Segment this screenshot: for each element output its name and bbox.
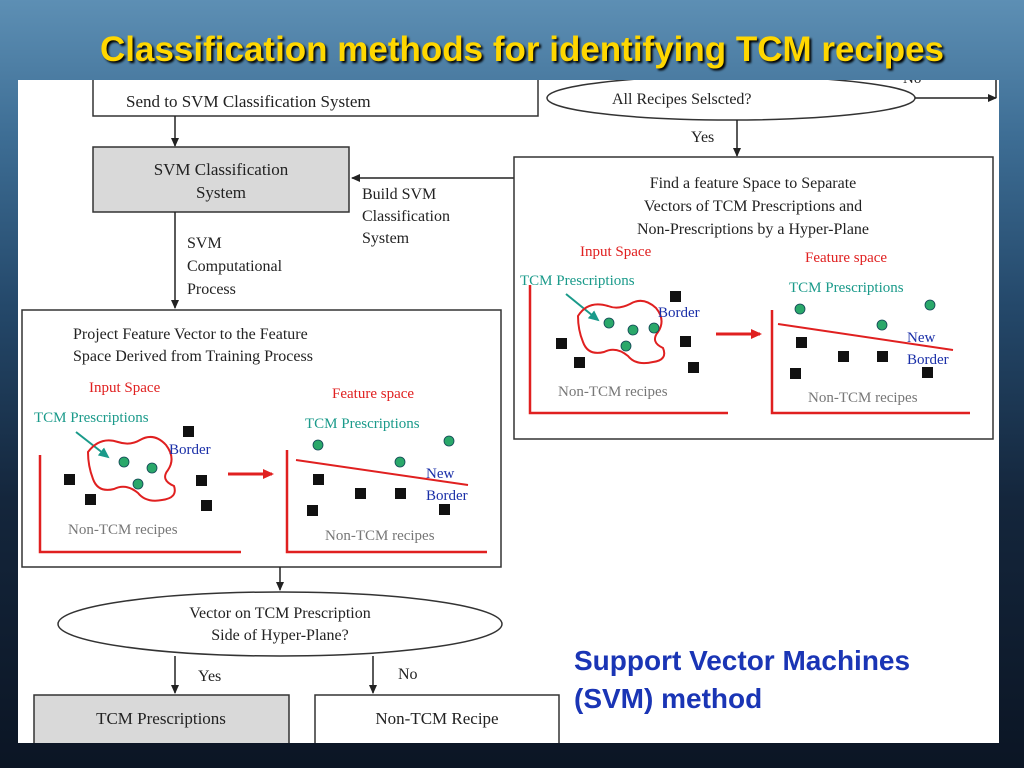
left-feature-dot (394, 456, 406, 468)
left-input-square (64, 474, 75, 485)
left-tcm-label: TCM Prescriptions (34, 410, 149, 426)
right-input-space-label: Input Space (580, 244, 652, 260)
right-feature-non-tcm-label: Non-TCM recipes (808, 390, 918, 406)
left-feature-square (313, 474, 324, 485)
left-feature-dot (312, 439, 324, 451)
svm-classification-box: SVM Classification System (92, 146, 350, 213)
compute-line3: Process (187, 281, 236, 298)
flowchart-figure: Send to SVM Classification System All Re… (18, 80, 999, 743)
left-input-space-label: Input Space (89, 380, 161, 396)
right-input-square (574, 357, 585, 368)
left-title-line2: Space Derived from Training Process (73, 348, 313, 365)
left-title-line1: Project Feature Vector to the Feature (73, 326, 308, 343)
yes-top-label: Yes (691, 129, 714, 146)
compute-line2: Computational (187, 258, 283, 275)
no-bottom-label: No (398, 666, 418, 683)
left-input-square (201, 500, 212, 511)
right-new-label: New (907, 330, 935, 346)
left-input-dot (118, 456, 130, 468)
right-input-region (576, 299, 666, 365)
training-feature-panel: Find a feature Space to Separate Vectors… (513, 156, 994, 440)
non-tcm-recipe-result: Non-TCM Recipe (314, 694, 560, 743)
caption-line1: Support Vector Machines (574, 645, 911, 676)
left-new-border-label: Border (426, 488, 468, 504)
left-input-region (86, 435, 176, 502)
right-input-axes (528, 285, 728, 415)
send-box-label: Send to SVM Classification System (126, 92, 371, 111)
left-input-axes (38, 455, 241, 554)
svm-caption: Support Vector Machines (SVM) method (574, 642, 994, 718)
left-feature-tcm-label: TCM Prescriptions (305, 416, 420, 432)
build-line1: Build SVM (362, 186, 436, 203)
decision-top-label: All Recipes Selscted? (612, 91, 752, 108)
right-non-tcm-label: Non-TCM recipes (558, 384, 668, 400)
flowchart-svg: Send to SVM Classification System All Re… (21, 80, 997, 743)
right-tcm-pointer (565, 293, 600, 322)
right-title-line2: Vectors of TCM Prescriptions and (644, 198, 862, 215)
decision-bottom-line2: Side of Hyper-Plane? (211, 627, 348, 644)
right-feature-space-label: Feature space (805, 250, 887, 266)
right-new-border-label: Border (907, 352, 949, 368)
left-feature-axes (285, 450, 487, 554)
all-recipes-decision: All Recipes Selscted? (546, 80, 916, 121)
right-feature-dot (876, 319, 888, 331)
left-feature-space-label: Feature space (332, 386, 414, 402)
left-hyperplane (295, 459, 469, 486)
right-feature-tcm-label: TCM Prescriptions (789, 280, 904, 296)
right-input-square (556, 338, 567, 349)
right-border-label: Border (658, 305, 700, 321)
left-new-label: New (426, 466, 454, 482)
yes-bottom-label: Yes (198, 668, 221, 685)
right-input-dot (620, 340, 632, 352)
right-title-line3: Non-Prescriptions by a Hyper-Plane (637, 221, 869, 238)
right-feature-square (796, 337, 807, 348)
right-feature-dot (794, 303, 806, 315)
slide-title: Classification methods for identifying T… (99, 30, 945, 69)
right-input-dot (648, 322, 660, 334)
svm-box-line1: SVM Classification (154, 160, 289, 179)
left-input-dot (132, 478, 144, 490)
right-feature-dot (924, 299, 936, 311)
right-title-line1: Find a feature Space to Separate (650, 175, 857, 192)
left-feature-square (307, 505, 318, 516)
right-input-square (680, 336, 691, 347)
left-feature-square (395, 488, 406, 499)
right-input-square (688, 362, 699, 373)
build-line3: System (362, 230, 410, 247)
right-tcm-label: TCM Prescriptions (520, 273, 635, 289)
left-feature-dot (443, 435, 455, 447)
right-input-square (670, 291, 681, 302)
send-to-svm-box: Send to SVM Classification System (92, 80, 539, 117)
no-top-label: No (903, 80, 921, 87)
right-input-dot (627, 324, 639, 336)
right-input-dot (603, 317, 615, 329)
left-feature-non-tcm-label: Non-TCM recipes (325, 528, 435, 544)
tcm-box-label: TCM Prescriptions (96, 709, 226, 728)
left-input-dot (146, 462, 158, 474)
right-feature-axes (770, 310, 970, 415)
left-feature-square (355, 488, 366, 499)
left-feature-square (439, 504, 450, 515)
build-line2: Classification (362, 208, 450, 225)
right-feature-square (922, 367, 933, 378)
right-feature-square (877, 351, 888, 362)
right-hyperplane (777, 323, 954, 351)
decision-bottom-line1: Vector on TCM Prescription (189, 605, 370, 622)
compute-line1: SVM (187, 235, 222, 252)
left-input-square (196, 475, 207, 486)
caption-line2: (SVM) method (574, 683, 763, 714)
left-tcm-pointer (75, 431, 110, 459)
tcm-prescriptions-result: TCM Prescriptions (33, 694, 290, 743)
left-non-tcm-label: Non-TCM recipes (68, 522, 178, 538)
right-feature-square (790, 368, 801, 379)
hyperplane-side-decision: Vector on TCM Prescription Side of Hyper… (57, 591, 503, 657)
non-tcm-box-label: Non-TCM Recipe (375, 709, 498, 728)
projection-panel: Project Feature Vector to the Feature Sp… (21, 309, 502, 568)
left-input-square (85, 494, 96, 505)
svm-box-line2: System (196, 183, 246, 202)
left-input-square (183, 426, 194, 437)
left-border-label: Border (169, 442, 211, 458)
right-feature-square (838, 351, 849, 362)
